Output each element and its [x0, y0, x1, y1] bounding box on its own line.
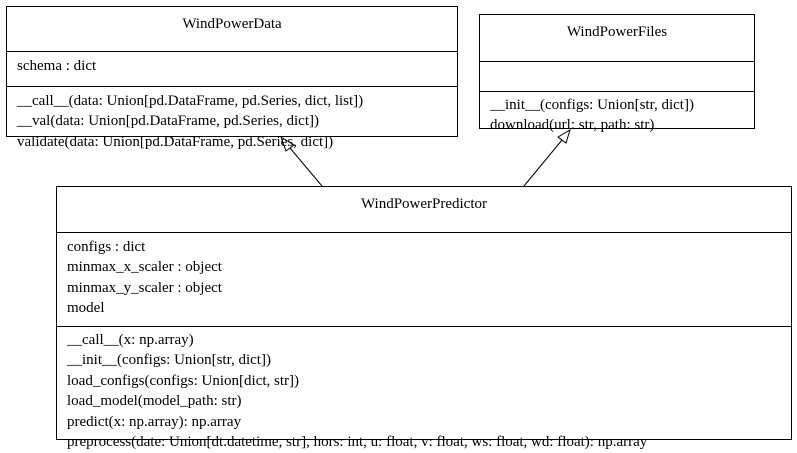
generalization-line-predictor-data: [289, 147, 323, 187]
operation: predict(x: np.array): np.array: [67, 413, 242, 430]
class-name: WindPowerFiles: [566, 24, 668, 40]
operation: load_configs(configs: Union[dict, str]): [67, 372, 300, 389]
attributes-compartment: schema : dict: [7, 51, 457, 86]
class-name: WindPowerPredictor: [360, 196, 488, 212]
class-wind-power-predictor: WindPowerPredictor configs : dict minmax…: [56, 186, 792, 450]
generalization-arrowhead-data: [280, 135, 295, 152]
attribute: model: [67, 300, 105, 317]
operations-compartment: __init__(configs: Union[str, dict]) down…: [480, 91, 754, 142]
generalization-arrowhead-files: [557, 128, 571, 144]
operations-compartment: __call__(x: np.array) __init__(configs: …: [57, 326, 791, 453]
attribute: configs : dict: [67, 239, 146, 255]
attributes-compartment: [480, 61, 754, 91]
class-wind-power-data: WindPowerData schema : dict __call__(dat…: [6, 6, 458, 150]
attribute: minmax_y_scaler : object: [67, 279, 222, 296]
attribute: schema : dict: [17, 58, 97, 74]
operation: __val(data: Union[pd.DataFrame, pd.Serie…: [17, 113, 319, 130]
operation: validate(data: Union[pd.DataFrame, pd.Se…: [17, 133, 334, 150]
operation: __init__(configs: Union[str, dict]): [67, 352, 271, 369]
operations-compartment: __call__(data: Union[pd.DataFrame, pd.Se…: [7, 86, 457, 150]
attribute: minmax_x_scaler : object: [67, 259, 222, 276]
operation: __call__(data: Union[pd.DataFrame, pd.Se…: [17, 93, 364, 109]
generalization-line-predictor-files: [523, 139, 563, 187]
class-wind-power-files: WindPowerFiles __init__(configs: Union[s…: [479, 14, 755, 133]
attributes-compartment: configs : dict minmax_x_scaler : object …: [57, 232, 791, 326]
operation: __call__(x: np.array): [67, 332, 194, 348]
operation: preprocess(date: Union[dt.datetime, str]…: [67, 434, 648, 451]
operation: download(url: str, path: str): [490, 117, 655, 134]
operation: __init__(configs: Union[str, dict]): [490, 97, 694, 113]
operation: load_model(model_path: str): [67, 393, 242, 410]
class-name: WindPowerData: [182, 16, 282, 32]
